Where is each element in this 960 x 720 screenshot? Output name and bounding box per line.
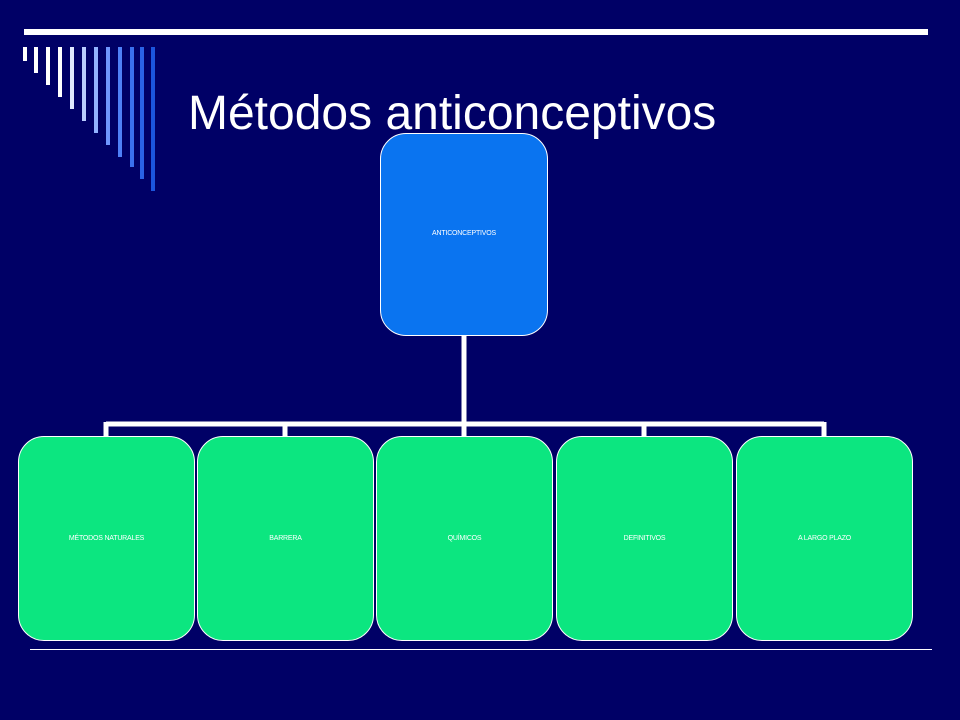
- decorative-bars-graphic: [23, 47, 155, 191]
- child-node-a-largo-plazo: A LARGO PLAZO: [736, 436, 913, 641]
- top-divider: [24, 29, 928, 35]
- decor-bar: [46, 47, 50, 85]
- root-node-label: ANTICONCEPTIVOS: [432, 230, 496, 237]
- child-node-label: A LARGO PLAZO: [797, 535, 852, 542]
- decor-bar: [70, 47, 74, 109]
- decor-bar: [34, 47, 38, 73]
- decor-bar: [106, 47, 110, 145]
- child-node-label: DEFINITIVOS: [623, 535, 666, 542]
- child-node-metodos-naturales: MÉTODOS NATURALES: [18, 436, 195, 641]
- child-node-quimicos: QUÍMICOS: [376, 436, 553, 641]
- root-node-anticonceptivos: ANTICONCEPTIVOS: [380, 133, 548, 336]
- bottom-divider: [30, 649, 932, 650]
- child-node-label: BARRERA: [269, 535, 302, 542]
- child-node-label: QUÍMICOS: [447, 535, 482, 542]
- decor-bar: [151, 47, 155, 191]
- child-node-label: MÉTODOS NATURALES: [68, 535, 145, 542]
- decor-bar: [23, 47, 27, 61]
- decor-bar: [94, 47, 98, 133]
- decor-bar: [82, 47, 86, 121]
- slide-title: Métodos anticonceptivos: [188, 87, 717, 140]
- decor-bar: [118, 47, 122, 157]
- child-node-definitivos: DEFINITIVOS: [556, 436, 733, 641]
- decor-bar: [58, 47, 62, 97]
- decor-bar: [130, 47, 134, 167]
- child-node-barrera: BARRERA: [197, 436, 374, 641]
- decor-bar: [140, 47, 144, 179]
